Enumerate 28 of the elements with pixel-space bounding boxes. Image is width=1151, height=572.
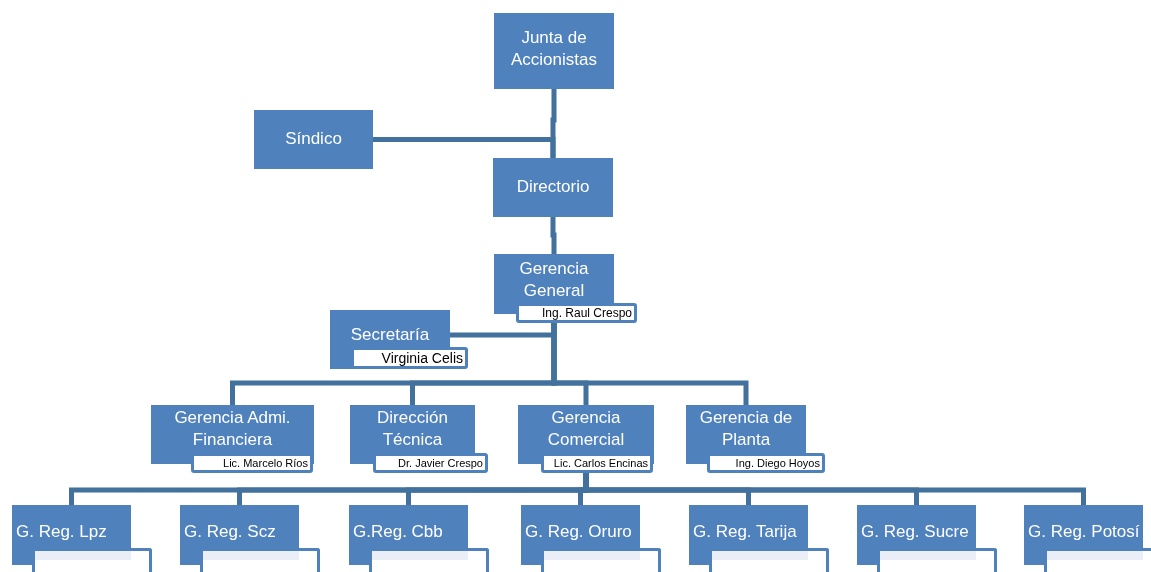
position-title: Gerencia Admi. Financiera	[173, 407, 292, 451]
position-title: Síndico	[284, 128, 343, 150]
position-title: G. Reg. Sucre	[860, 521, 970, 543]
position-title: Directorio	[515, 176, 591, 198]
position-title: Gerencia Comercial	[546, 407, 626, 451]
name-tag: Ing. Diego Hoyos	[707, 453, 825, 473]
position-title: G. Reg. Scz	[183, 521, 277, 543]
position-title: Dirección Técnica	[376, 407, 449, 451]
position-title: Secretaría	[349, 324, 431, 346]
position-title: G. Reg. Potosí	[1027, 521, 1141, 543]
connector-line	[550, 217, 557, 254]
position-title: Gerencia de Planta	[698, 407, 794, 451]
connector-line	[373, 137, 556, 158]
name-tag: Lic. Marcelo Ríos	[191, 453, 313, 473]
connector-line	[551, 323, 749, 405]
position-box	[254, 110, 373, 169]
position-title: Gerencia General	[518, 258, 590, 302]
position-title: G. Reg. Tarija	[692, 521, 798, 543]
name-tag: Lic. Carlos Encinas	[541, 453, 653, 473]
position-title: G. Reg. Oruro	[524, 521, 633, 543]
name-tag: Ing. Raul Crespo	[516, 303, 637, 323]
name-tag: Dr. Javier Crespo	[373, 453, 488, 473]
position-title: Junta de Accionistas	[510, 27, 598, 71]
position-title: G.Reg. Cbb	[352, 521, 444, 543]
position-box	[493, 158, 613, 217]
name-tag: Virginia Celis	[351, 347, 468, 369]
position-title: G. Reg. Lpz	[15, 521, 108, 543]
position-box	[494, 13, 614, 89]
